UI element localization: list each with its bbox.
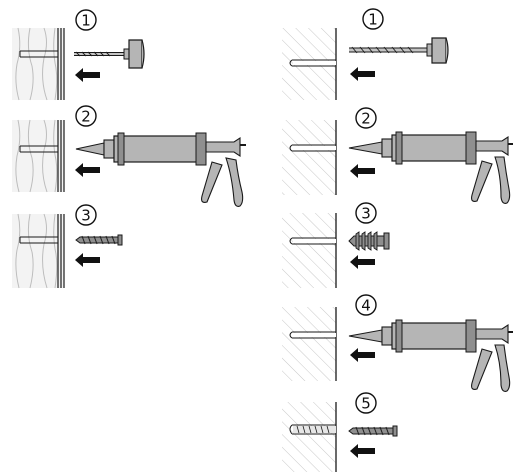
injection-gun-icon — [75, 132, 246, 207]
masonry-wall — [282, 402, 337, 472]
step-number-badge: 3 — [75, 204, 97, 226]
push-arrow-icon — [75, 68, 100, 82]
left-step-1: 1 — [12, 9, 145, 101]
step-number-badge: 1 — [362, 8, 384, 30]
push-arrow-icon — [75, 163, 100, 177]
left-column: 1 — [12, 9, 246, 289]
wood-wall — [12, 213, 65, 289]
svg-text:3: 3 — [81, 207, 91, 225]
push-arrow-icon — [75, 253, 100, 267]
step-number-badge: 5 — [355, 392, 377, 414]
svg-text:2: 2 — [81, 108, 91, 126]
push-arrow-icon — [350, 67, 375, 81]
right-step-3: 3 — [282, 202, 390, 288]
masonry-wall — [282, 28, 337, 100]
left-step-3: 3 — [12, 204, 123, 289]
svg-text:2: 2 — [361, 110, 371, 128]
right-step-2: 2 — [282, 107, 513, 204]
masonry-wall — [282, 120, 337, 195]
wood-wall — [12, 27, 65, 101]
step-number-badge: 3 — [355, 202, 377, 224]
screw-icon — [75, 234, 123, 246]
right-column: 1 2 — [282, 8, 513, 472]
step-number-badge: 2 — [75, 105, 97, 127]
svg-text:1: 1 — [368, 11, 378, 29]
svg-text:3: 3 — [361, 205, 371, 223]
push-arrow-icon — [350, 444, 375, 458]
step-number-badge: 4 — [355, 294, 377, 316]
step-number-badge: 1 — [75, 9, 97, 31]
wall-plug-icon — [348, 231, 390, 251]
injection-gun-icon — [348, 131, 513, 204]
push-arrow-icon — [350, 164, 375, 178]
push-arrow-icon — [350, 255, 375, 269]
right-step-4: 4 — [282, 294, 513, 392]
step-number-badge: 2 — [355, 107, 377, 129]
wood-wall — [12, 119, 65, 193]
screw-icon — [348, 425, 398, 437]
left-step-2: 2 — [12, 105, 246, 207]
drill-bit-icon — [74, 39, 145, 69]
drill-bit-icon — [349, 37, 449, 64]
svg-text:1: 1 — [81, 12, 91, 30]
right-step-1: 1 — [282, 8, 449, 100]
svg-text:5: 5 — [361, 395, 371, 413]
push-arrow-icon — [350, 348, 375, 362]
masonry-wall — [282, 307, 337, 381]
masonry-wall — [282, 213, 337, 288]
svg-text:4: 4 — [361, 297, 371, 315]
right-step-5: 5 — [282, 392, 398, 472]
injection-gun-icon — [348, 319, 513, 392]
